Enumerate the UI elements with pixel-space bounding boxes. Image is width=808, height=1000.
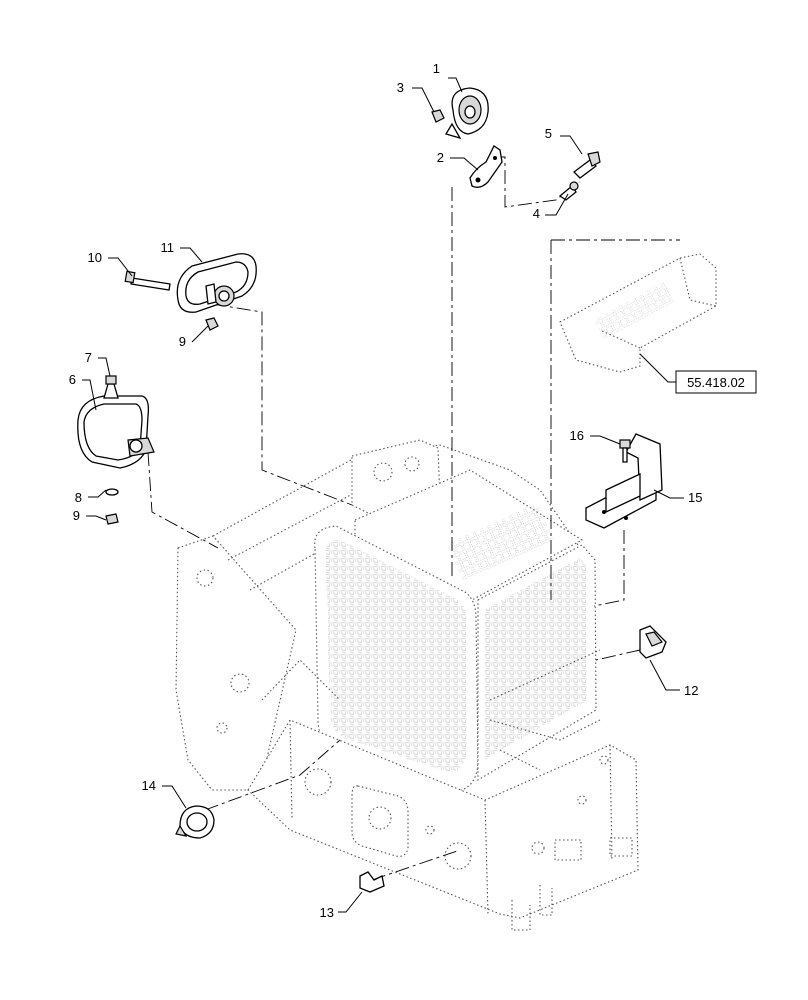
chassis-bolt-hole: [425, 825, 435, 835]
callout-1: 1: [433, 61, 440, 76]
clamp-icon: [359, 871, 385, 893]
chassis-inner-frame: [261, 649, 601, 771]
horn-bracket-icon: [469, 145, 503, 188]
screw-icon: [105, 375, 117, 385]
callout-8: 8: [75, 490, 82, 505]
horn-icon: [445, 87, 489, 140]
assembly-line-light-bar: [550, 239, 680, 600]
leader-12: [649, 659, 680, 691]
callout-12: 12: [684, 683, 698, 698]
chassis-slot: [554, 839, 582, 861]
leader-16: [590, 435, 621, 445]
leader-2: [450, 157, 479, 171]
chassis-bolt-hole: [531, 841, 545, 855]
callout-14: 14: [142, 778, 156, 793]
callout-11: 11: [161, 240, 175, 255]
reference-label: 55.418.02: [687, 375, 745, 390]
chassis-lower-edge: [289, 719, 613, 916]
callout-9-upper: 9: [179, 334, 186, 349]
work-lamp-icon: [77, 383, 155, 469]
leader-5: [560, 135, 583, 155]
washer-icon: [105, 488, 119, 496]
leader-4: [545, 193, 569, 216]
assembly-line-bracket: [593, 530, 625, 607]
leader-15: [653, 489, 684, 499]
chassis-lower-body: [247, 719, 639, 919]
assembly-line-grommet: [204, 739, 341, 811]
bolt-icon: [124, 270, 171, 291]
leader-9b: [86, 515, 107, 521]
callout-10: 10: [88, 250, 102, 265]
callout-7: 7: [85, 350, 92, 365]
callout-5: 5: [545, 126, 552, 141]
assembly-line-tail-lamp: [211, 303, 353, 506]
nut-icon: [105, 513, 119, 525]
callout-3: 3: [397, 80, 404, 95]
chassis-port: [368, 806, 392, 830]
chassis-bolt-hole: [216, 722, 228, 734]
leader-13: [338, 891, 363, 913]
nut-icon: [431, 109, 445, 123]
light-bar-assembly: [559, 253, 717, 373]
tail-lamp-icon: [176, 253, 257, 313]
callout-16: 16: [570, 428, 584, 443]
leader-9a: [191, 325, 209, 343]
callout-13: 13: [320, 905, 334, 920]
reference-leader: [639, 353, 676, 383]
leader-14: [162, 785, 187, 809]
chassis-bolt-hole: [577, 795, 587, 805]
chassis-foot: [511, 885, 553, 931]
leader-1: [448, 77, 463, 93]
chassis-bolt-hole: [230, 673, 250, 693]
callout-4: 4: [533, 206, 540, 221]
leader-lines: [82, 77, 684, 913]
callout-9-lower: 9: [73, 508, 80, 523]
bolt-icon: [573, 151, 601, 179]
chassis-bolt-hole: [196, 569, 214, 587]
callout-15: 15: [688, 490, 702, 505]
chassis-port: [444, 842, 472, 870]
leader-3: [412, 87, 435, 113]
callout-6: 6: [69, 372, 76, 387]
assembly-line-connector: [595, 649, 641, 661]
screw-icon: [558, 181, 579, 201]
leader-8: [88, 489, 107, 498]
connector-icon: [639, 625, 667, 659]
chassis-bolt-hole: [599, 755, 609, 765]
chassis-left-wall: [175, 535, 297, 791]
bracket-icon: [585, 433, 663, 529]
loader-chassis: [175, 439, 639, 931]
grommet-icon: [175, 805, 215, 839]
chassis-bolt-hole: [373, 462, 393, 482]
chassis-rear-grille-mesh: [325, 540, 467, 772]
nut-icon: [205, 317, 219, 331]
leader-11: [180, 247, 203, 263]
assembly-line-clamp: [371, 849, 461, 881]
callout-labels: 1 2 3 4 5 6 7 8 9 9 10 11 12 13 14 15 16: [69, 61, 703, 920]
reference-box: [675, 370, 757, 394]
leader-7: [98, 357, 111, 377]
chassis-side-plate: [351, 785, 409, 857]
leader-10: [108, 257, 133, 277]
assembly-line-work-lamp: [147, 451, 219, 549]
hood-vent: [446, 503, 554, 581]
chassis-right-grille-mesh: [484, 558, 587, 760]
chassis-bolt-hole: [404, 456, 420, 472]
callout-2: 2: [437, 150, 444, 165]
leader-6: [82, 379, 97, 411]
chassis-port: [304, 768, 332, 796]
